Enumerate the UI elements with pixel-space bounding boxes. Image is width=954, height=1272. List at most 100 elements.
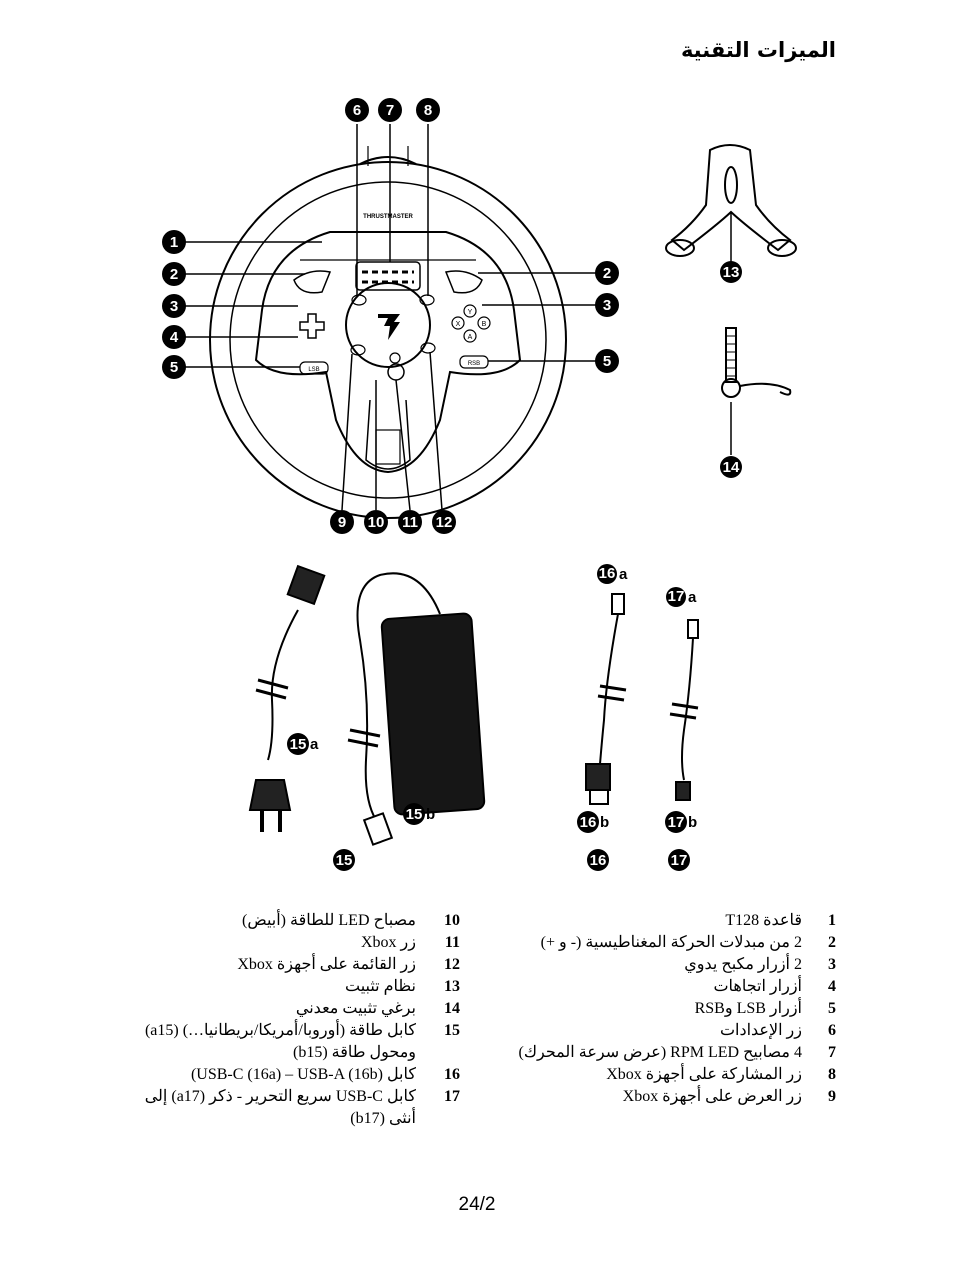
power-cable-illustration [248,564,326,832]
callout-15: 15 [336,852,353,869]
callout-15a-suffix: a [310,736,319,753]
metal-screw-illustration [721,327,792,398]
callout-2-right: 2 [603,265,611,282]
legend-row: 16 كابل USB-C (16a) – USB-A (16b)) [145,1064,460,1086]
legend-number: 17 [444,1088,460,1105]
legend-number: 12 [444,956,460,973]
callout-16: 16 [590,852,607,869]
rsb-label: RSB [468,361,480,367]
legend-row: 5 أزرار LSB وRSB [519,998,836,1020]
page-title: الميزات التقنية [680,38,836,62]
callout-16b: 16 [580,814,597,831]
legend-text: زر الإعدادات [719,1022,802,1039]
legend-number: 11 [444,934,460,951]
callout-3-left: 3 [170,298,178,315]
legend-number: 8 [828,1066,836,1083]
leader-lines [185,124,732,511]
legend-text: 4 مصابيح RPM LED (عرض سرعة المحرك) [518,1044,803,1061]
legend-text: زر المشاركة على أجهزة Xbox [606,1066,802,1083]
legend-text: ومحول طاقة (b15) [292,1044,416,1061]
legend-text: زر القائمة على أجهزة Xbox [237,956,416,973]
legend-row: 15 كابل طاقة (أوروبا/أمريكا/بريطانيا…) (a… [145,1020,460,1042]
legend-text: زر Xbox [360,934,416,951]
callout-5-right: 5 [603,353,611,370]
legend-row: 1 قاعدة T128 [519,910,836,932]
callout-2-left: 2 [170,266,178,283]
legend-number: 15 [444,1022,460,1039]
legend-number: 16 [444,1066,460,1083]
legend-row: 7 4 مصابيح RPM LED (عرض سرعة المحرك) [519,1042,837,1064]
legend-items-1-9: 1 قاعدة T128 2 2 من مبدلات الحركة المغناطي… [519,910,837,1108]
quick-release-cable-illustration [669,619,699,801]
legend-row: أنثى (b17) [145,1108,460,1130]
x-button-label: X [456,321,461,328]
callout-17b-suffix: b [688,814,697,831]
legend-text: قاعدة T128 [725,912,802,929]
legend-text: زر العرض على أجهزة Xbox [622,1088,802,1105]
product-diagram: THRUSTMASTER LSB RSB Y X B A [162,98,797,871]
usb-c-to-usb-a-cable-illustration [585,593,627,805]
thrustmaster-logo-icon [378,314,400,340]
callout-17b: 17 [668,814,685,831]
legend-text: أزرار اتجاهات [713,978,802,995]
legend-text: برغي تثبيت معدني [295,1000,416,1017]
page-number: 24/2 [458,1194,496,1215]
callout-8: 8 [424,102,432,119]
legend-text: كابل USB-C سريع التحرير - ذكر (a17) إلى [144,1088,416,1105]
callout-17a: 17 [668,588,685,605]
mounting-clamp-illustration [665,144,797,257]
legend-row: 14 برغي تثبيت معدني [145,998,460,1020]
callout-4: 4 [170,329,179,346]
legend-row: 12 زر القائمة على أجهزة Xbox [145,954,460,976]
legend-text: أزرار LSB وRSB [694,1000,802,1017]
callout-12: 12 [436,514,453,531]
legend-number: 5 [828,1000,836,1017]
callout-markers: 6 7 8 1 2 3 4 5 2 3 5 9 10 11 12 13 14 1… [162,98,742,871]
callout-1: 1 [170,234,178,251]
legend-row: 17 كابل USB-C سريع التحرير - ذكر (a17) إل… [145,1086,460,1108]
callout-6: 6 [353,102,361,119]
legend-number: 7 [828,1044,836,1061]
legend-number: 2 [828,934,836,951]
callout-3-right: 3 [603,297,611,314]
legend-text: 2 أزرار مكبح يدوي [684,956,802,973]
legend-row: 10 مصباح LED للطاقة (أبيض) [145,910,460,932]
callout-17: 17 [671,852,688,869]
callout-13: 13 [723,264,740,281]
legend-row: 13 نظام تثبيت [145,976,460,998]
legend-text: كابل طاقة (أوروبا/أمريكا/بريطانيا…) (a15… [144,1022,416,1039]
legend-text: 2 من مبدلات الحركة المغناطيسية (- و +) [540,934,802,951]
legend-number: 14 [444,1000,460,1017]
legend-row: 4 أزرار اتجاهات [519,976,836,998]
lsb-label: LSB [308,367,319,373]
power-adapter-illustration [347,572,486,846]
b-button-label: B [482,321,487,328]
legend-row: 11 زر Xbox [145,932,460,954]
legend-text: نظام تثبيت [344,978,416,995]
legend-number: 4 [828,978,836,995]
callout-10: 10 [368,514,385,531]
callout-17a-suffix: a [688,589,697,606]
legend-row: ومحول طاقة (b15) [145,1042,460,1064]
legend-row: 2 2 من مبدلات الحركة المغناطيسية (- و +) [519,932,836,954]
callout-15b: 15 [406,806,423,823]
legend-row: 6 زر الإعدادات [519,1020,836,1042]
a-button-label: A [468,334,473,341]
callout-16a: 16 [599,565,616,582]
callout-7: 7 [386,102,394,119]
callout-5-left: 5 [170,359,178,376]
legend-number: 10 [444,912,460,929]
legend-items-10-17: 10 مصباح LED للطاقة (أبيض) 11 زر Xbox 12 زر… [145,910,460,1130]
y-button-label: Y [468,309,473,316]
legend-text: كابل USB-C (16a) – USB-A (16b)) [190,1066,416,1083]
legend-number: 6 [828,1022,836,1039]
legend-number: 1 [828,912,836,929]
legend-row: 8 زر المشاركة على أجهزة Xbox [519,1064,836,1086]
callout-16a-suffix: a [619,566,628,583]
legend-row: 9 زر العرض على أجهزة Xbox [519,1086,836,1108]
legend-number: 13 [444,978,460,995]
legend-text: مصباح LED للطاقة (أبيض) [242,912,416,929]
legend-number: 9 [828,1088,836,1105]
brand-logo-text: THRUSTMASTER [363,214,413,220]
